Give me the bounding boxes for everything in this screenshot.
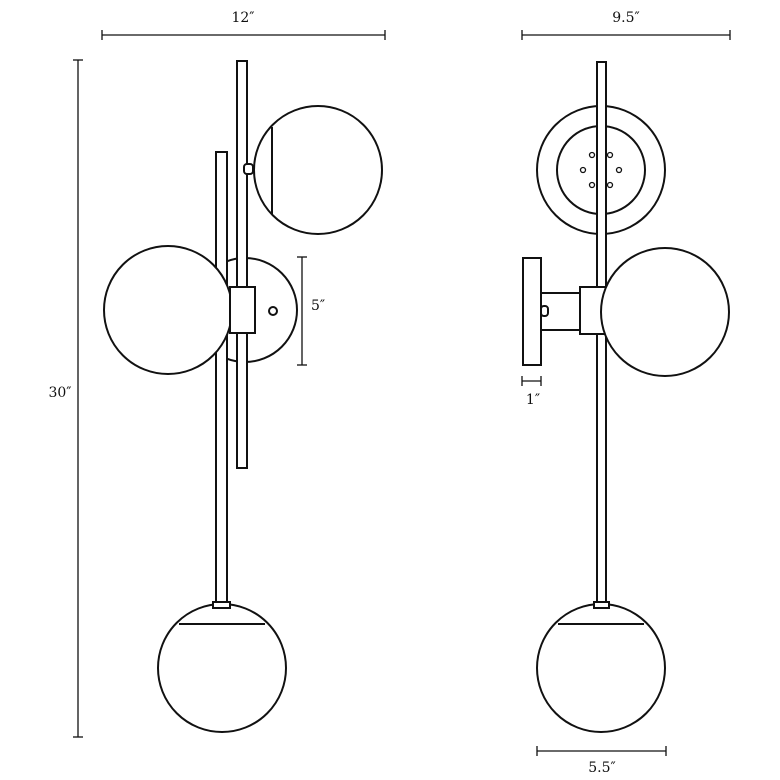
side-backplate — [522, 257, 542, 366]
mounting-screw — [268, 306, 278, 316]
depth-dimension: 9.5″ — [521, 10, 731, 40]
top-globe — [253, 105, 383, 235]
clamp-block — [229, 286, 256, 334]
height-dimension: 30″ — [48, 59, 83, 738]
side-arm-screw — [540, 305, 549, 317]
bottom-globe-connector — [212, 601, 231, 609]
right-globe — [600, 247, 730, 377]
cap-screws — [579, 151, 623, 189]
globe-diameter-dimension: 5.5″ — [536, 746, 667, 776]
upper-rod — [236, 60, 248, 469]
backplate-dimension: 5″ — [297, 256, 325, 366]
globe-diameter-label: 5.5″ — [588, 760, 616, 776]
lower-rod — [215, 151, 228, 607]
backplate-depth-label: 1″ — [526, 392, 540, 408]
height-label: 30″ — [48, 385, 71, 401]
width-dimension: 12″ — [101, 10, 386, 40]
backplate-depth-dimension: 1″ — [521, 376, 542, 408]
top-globe-connector — [243, 163, 254, 175]
width-label: 12″ — [231, 10, 254, 26]
left-globe — [103, 245, 233, 375]
depth-label: 9.5″ — [612, 10, 640, 26]
front-view: 12″ 30″ 5″ — [48, 10, 386, 738]
side-view: 9.5″ 1″ 5.5″ — [521, 10, 731, 776]
side-bottom-globe-connector — [593, 601, 610, 609]
backplate-label: 5″ — [311, 298, 325, 314]
